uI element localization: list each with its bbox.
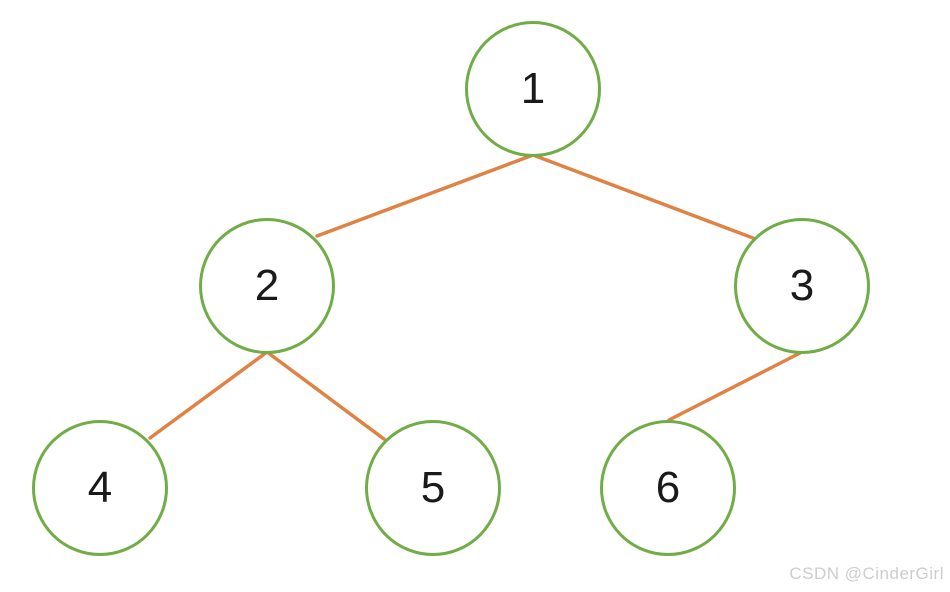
tree-node-6: 6 [600,420,736,556]
watermark-text: CSDN @CinderGirl [789,564,944,583]
tree-node-5: 5 [365,420,501,556]
tree-edge-2-5 [265,350,386,441]
tree-node-3: 3 [734,218,870,354]
tree-node-4: 4 [32,420,168,556]
tree-node-1: 1 [465,21,601,157]
tree-edge-1-3 [531,153,755,240]
tree-edge-2-4 [148,350,269,440]
tree-node-2: 2 [199,218,335,354]
tree-edge-1-2 [315,153,535,238]
tree-edge-3-6 [667,351,802,422]
